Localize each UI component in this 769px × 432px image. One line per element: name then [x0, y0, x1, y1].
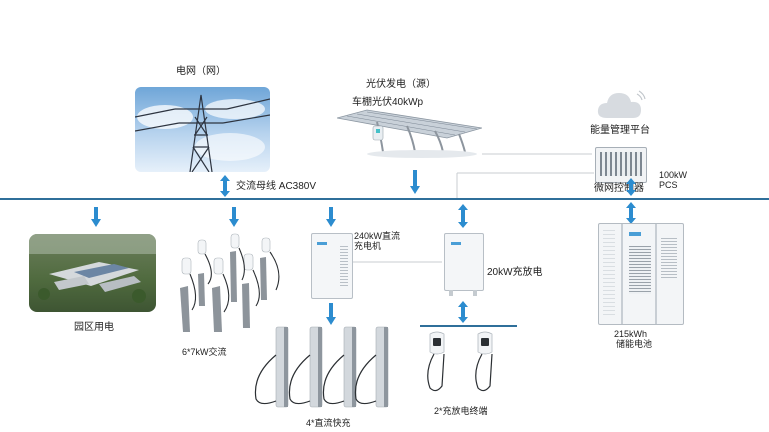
grid-bus-arrow — [220, 175, 230, 197]
ac-charger-arrow — [229, 207, 239, 227]
dc-terminals-label: 4*直流快充 — [306, 418, 351, 428]
pv-title: 光伏发电（源） — [366, 79, 436, 90]
ems-label: 能量管理平台 — [590, 125, 650, 136]
dc-charger-arrow — [326, 207, 336, 227]
v2g-label: 20kW充放电 — [487, 267, 543, 278]
ac-chargers-image — [180, 233, 280, 332]
dc-charger-label-2: 充电机 — [354, 241, 382, 251]
grid-label: 电网（网） — [176, 66, 226, 77]
park-arrow — [91, 207, 101, 227]
ac-chargers-label: 6*7kW交流 — [182, 347, 227, 357]
pcs-label: PCS — [659, 180, 678, 190]
pv-carport-image — [337, 109, 482, 158]
dc-charger-label-1: 240kW直流 — [354, 231, 401, 241]
v2g-terminal-arrow — [458, 301, 468, 323]
microgrid-controller-image — [595, 147, 647, 183]
bus-label: 交流母线 AC380V — [236, 181, 317, 192]
grid-tower-image — [135, 87, 270, 172]
v2g-bus-arrow — [458, 204, 468, 228]
battery-cabinet-image — [598, 223, 684, 325]
dc-terminal-arrow — [326, 303, 336, 325]
park-label: 园区用电 — [74, 322, 114, 333]
controller-label: 微网控制器 — [594, 183, 644, 194]
battery-capacity: 215kWh — [614, 329, 648, 339]
pv-subtitle: 车棚光伏40kWp — [352, 97, 424, 108]
dc-charger-cabinet-image — [311, 233, 353, 299]
battery-bus-arrow — [626, 202, 636, 224]
v2g-terminals-image — [427, 331, 493, 392]
pcs-power: 100kW — [659, 170, 688, 180]
dc-terminals-image — [254, 326, 389, 408]
ac-bus-line — [0, 198, 769, 200]
pv-bus-arrow — [410, 170, 420, 194]
park-aerial-image — [29, 234, 156, 312]
v2g-terminals-label: 2*充放电终端 — [434, 406, 488, 416]
battery-label: 储能电池 — [616, 339, 653, 349]
controller-battery-arrow — [626, 178, 636, 196]
v2g-cabinet-image — [444, 233, 484, 296]
cloud-icon — [597, 90, 646, 118]
